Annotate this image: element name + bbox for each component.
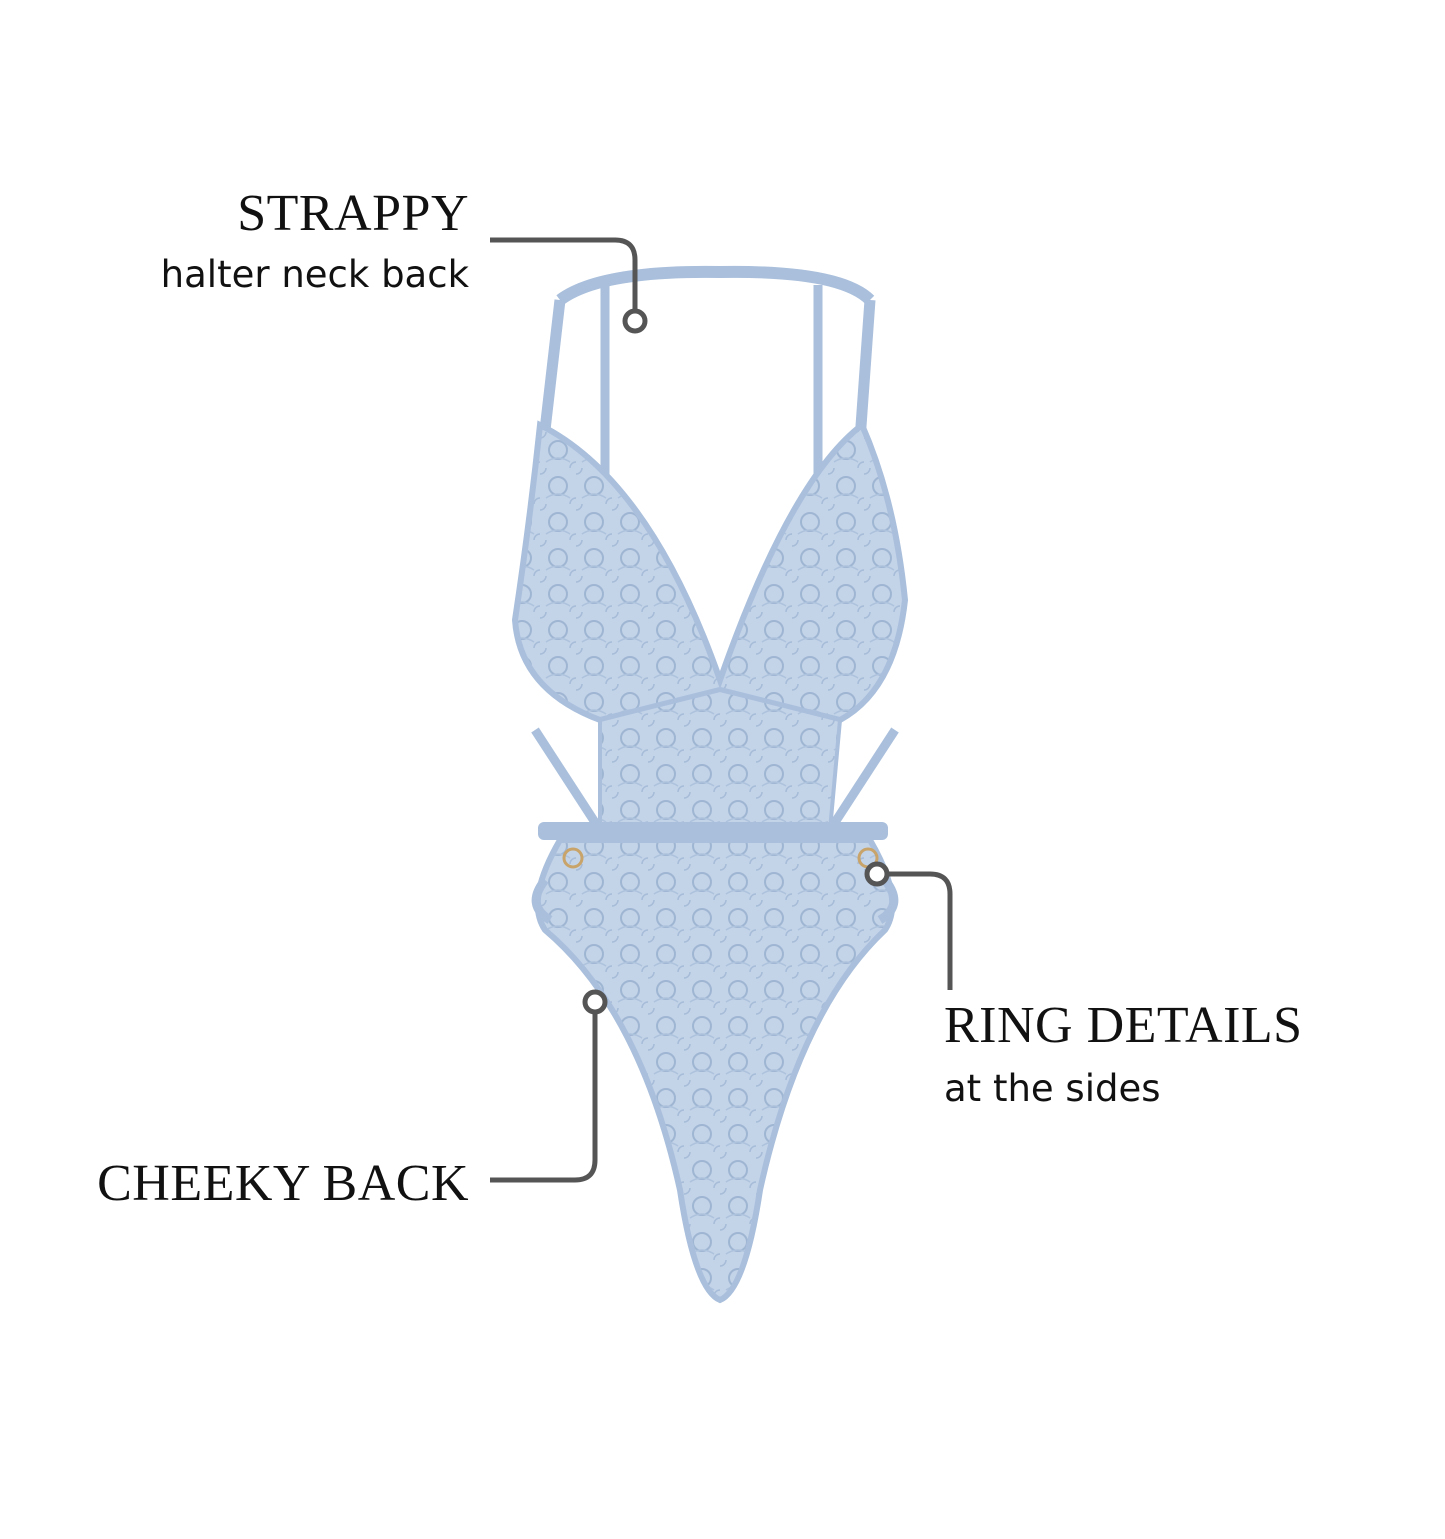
leader-ring bbox=[864, 861, 953, 990]
halter-strap bbox=[556, 265, 875, 305]
strappy-subtitle: halter neck back bbox=[160, 253, 469, 296]
lower-panel bbox=[534, 837, 896, 1304]
mid-panel bbox=[598, 687, 843, 832]
leg-strap-left bbox=[531, 877, 553, 924]
leader-strappy bbox=[490, 237, 648, 334]
leader-cheeky bbox=[490, 989, 608, 1183]
bust-panel bbox=[511, 420, 909, 724]
ring-left-icon bbox=[562, 847, 584, 869]
back-strap-left bbox=[539, 299, 566, 431]
strappy-title: STRAPPY bbox=[237, 185, 469, 242]
bodysuit-garment bbox=[511, 265, 909, 1304]
ring-details-title: RING DETAILS bbox=[944, 997, 1303, 1054]
back-strap-right bbox=[854, 299, 876, 441]
leader-dot-icon bbox=[864, 861, 890, 887]
cheeky-back-title: CHEEKY BACK bbox=[97, 1155, 469, 1212]
waist-band bbox=[538, 822, 888, 840]
side-strap-left bbox=[531, 727, 604, 833]
leg-strap-right bbox=[877, 877, 899, 924]
side-strap-right bbox=[826, 727, 899, 833]
ring-details-subtitle: at the sides bbox=[944, 1067, 1161, 1110]
leader-dot-icon bbox=[622, 308, 648, 334]
leader-dot-icon bbox=[582, 989, 608, 1015]
